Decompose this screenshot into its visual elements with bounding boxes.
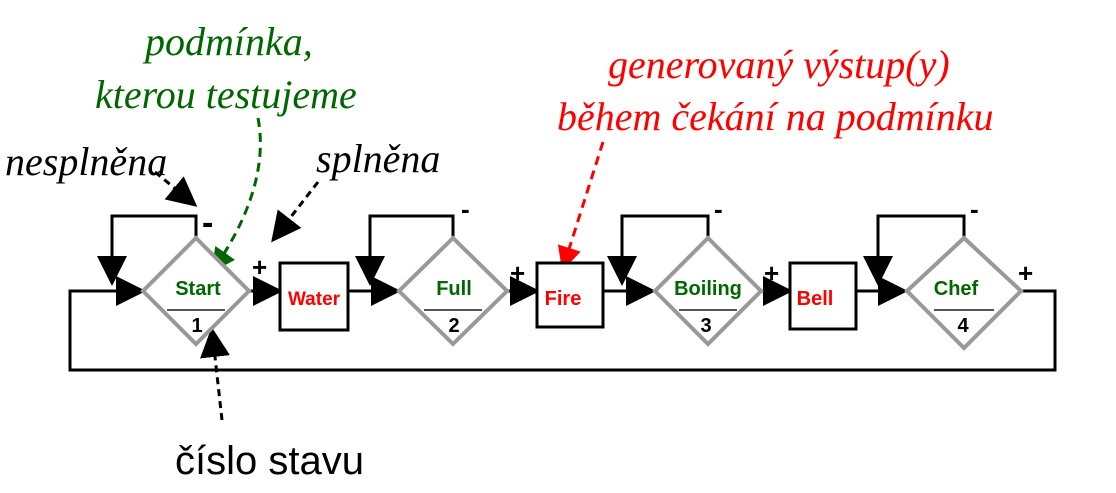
state-number-annotation-arrow <box>200 327 230 421</box>
state-number: 4 <box>957 315 969 337</box>
state-number-annotation: číslo stavu <box>175 439 364 483</box>
output-box <box>535 261 605 329</box>
state-start: Start 1 - + <box>140 204 267 347</box>
state-number: 2 <box>448 315 459 337</box>
state-diamond <box>140 235 252 347</box>
output-label: Fire <box>545 288 582 310</box>
state-full: Full 2 - + <box>396 194 525 347</box>
state-minus: - <box>714 194 723 224</box>
loop-full <box>355 214 455 286</box>
state-diamond <box>396 235 510 347</box>
state-boiling: Boiling 3 - + <box>652 194 779 347</box>
output-box <box>788 261 858 331</box>
condition-annotation-arrow <box>211 117 262 273</box>
loop-boiling <box>607 214 710 286</box>
met-annotation-arrow <box>271 181 320 243</box>
state-label: Chef <box>934 278 979 300</box>
state-minus: - <box>461 194 470 224</box>
not-met-annotation-arrow <box>154 170 198 207</box>
output-annotation-line1: generovaný výstup(y) <box>608 42 950 87</box>
state-chef: Chef 4 - + <box>904 194 1033 351</box>
output-bell: Bell <box>788 261 858 331</box>
state-plus: + <box>1018 258 1033 288</box>
state-diamond <box>652 235 764 347</box>
condition-annotation-line1: podmínka, <box>142 19 313 64</box>
state-label: Start <box>175 278 221 300</box>
state-minus: - <box>202 204 213 242</box>
state-number: 1 <box>191 315 202 337</box>
output-annotation-arrow <box>557 141 605 271</box>
output-fire: Fire <box>535 261 605 329</box>
state-plus: + <box>764 258 779 288</box>
output-label: Water <box>288 289 341 310</box>
flow-lines <box>68 214 1057 372</box>
met-annotation: splněna <box>316 136 440 181</box>
output-annotation-line2: během čekání na podmínku <box>557 94 994 139</box>
state-plus: + <box>510 258 525 288</box>
loop-chef <box>863 214 966 286</box>
state-number: 3 <box>700 315 711 337</box>
state-label: Boiling <box>674 278 742 300</box>
return-path <box>68 276 1057 372</box>
condition-annotation-line2: kterou testujeme <box>95 72 357 117</box>
state-diamond <box>904 235 1024 351</box>
output-box <box>278 261 350 332</box>
state-label: Full <box>436 278 472 300</box>
output-label: Bell <box>797 288 834 310</box>
not-met-annotation: nesplněna <box>5 139 167 184</box>
output-water: Water <box>278 261 350 332</box>
state-plus: + <box>252 252 267 282</box>
loop-start <box>97 214 198 286</box>
state-minus: - <box>970 194 979 224</box>
